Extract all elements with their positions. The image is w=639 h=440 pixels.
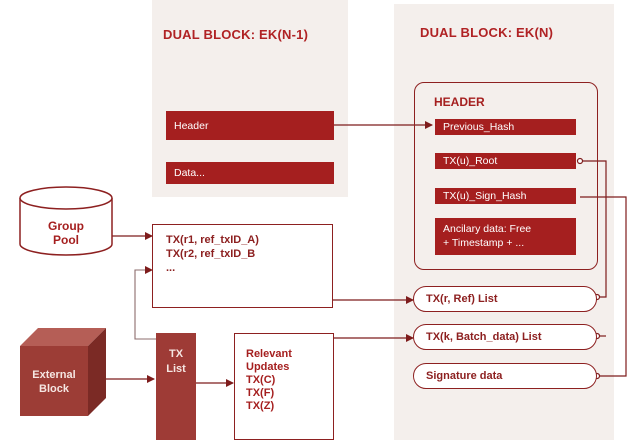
left-data-bar: Data...: [166, 162, 334, 184]
tx-list-column: TX List: [156, 333, 196, 440]
line-signature-to-signhash: [580, 196, 627, 377]
tx-ref-box: TX(r1, ref_txID_A) TX(r2, ref_txID_B ...: [152, 224, 333, 308]
tx-ref-line-3: ...: [166, 262, 176, 274]
external-block-label: External Block: [20, 368, 88, 396]
external-block-cube: [20, 328, 106, 416]
group-pool-cylinder: [19, 186, 113, 256]
header-label: HEADER: [434, 95, 485, 109]
ancillary-line-1: Ancilary data: Free: [443, 223, 532, 235]
tx-batch-list-pill: TX(k, Batch_data) List: [413, 324, 597, 350]
external-block-line-1: External: [32, 369, 76, 381]
left-block-title: DUAL BLOCK: EK(N-1): [163, 27, 309, 42]
header-box: [414, 82, 598, 270]
updates-line-1: Relevant: [246, 348, 292, 360]
line-lists-to-root: [580, 160, 607, 298]
loop-txlist-to-txbox: [134, 266, 167, 340]
group-pool-line-2: Pool: [53, 233, 79, 247]
tx-list-line-2: List: [166, 363, 186, 375]
updates-line-5: TX(Z): [246, 400, 275, 412]
left-header-bar: Header: [166, 111, 334, 140]
tx-ref-line-1: TX(r1, ref_txID_A): [166, 234, 259, 246]
ancillary-data-field: Ancilary data: Free + Timestamp + ...: [435, 218, 576, 255]
external-block-line-2: Block: [39, 383, 69, 395]
updates-line-2: Updates: [246, 361, 290, 373]
group-pool-label: Group Pool: [20, 219, 112, 247]
updates-line-3: TX(C): [246, 374, 276, 386]
ancillary-line-2: + Timestamp + ...: [443, 237, 525, 249]
updates-line-4: TX(F): [246, 387, 275, 399]
group-pool-line-1: Group: [48, 219, 84, 233]
previous-hash-field: Previous_Hash: [435, 119, 576, 135]
tx-root-field: TX(u)_Root: [435, 153, 576, 169]
right-block-title: DUAL BLOCK: EK(N): [420, 25, 554, 40]
signature-data-pill: Signature data: [413, 363, 597, 389]
relevant-updates-box: Relevant Updates TX(C) TX(F) TX(Z): [234, 333, 334, 440]
tx-sign-hash-field: TX(u)_Sign_Hash: [435, 188, 576, 204]
tx-list-line-1: TX: [168, 348, 184, 360]
tx-ref-list-pill: TX(r, Ref) List: [413, 286, 597, 312]
tx-ref-line-2: TX(r2, ref_txID_B: [166, 248, 256, 260]
